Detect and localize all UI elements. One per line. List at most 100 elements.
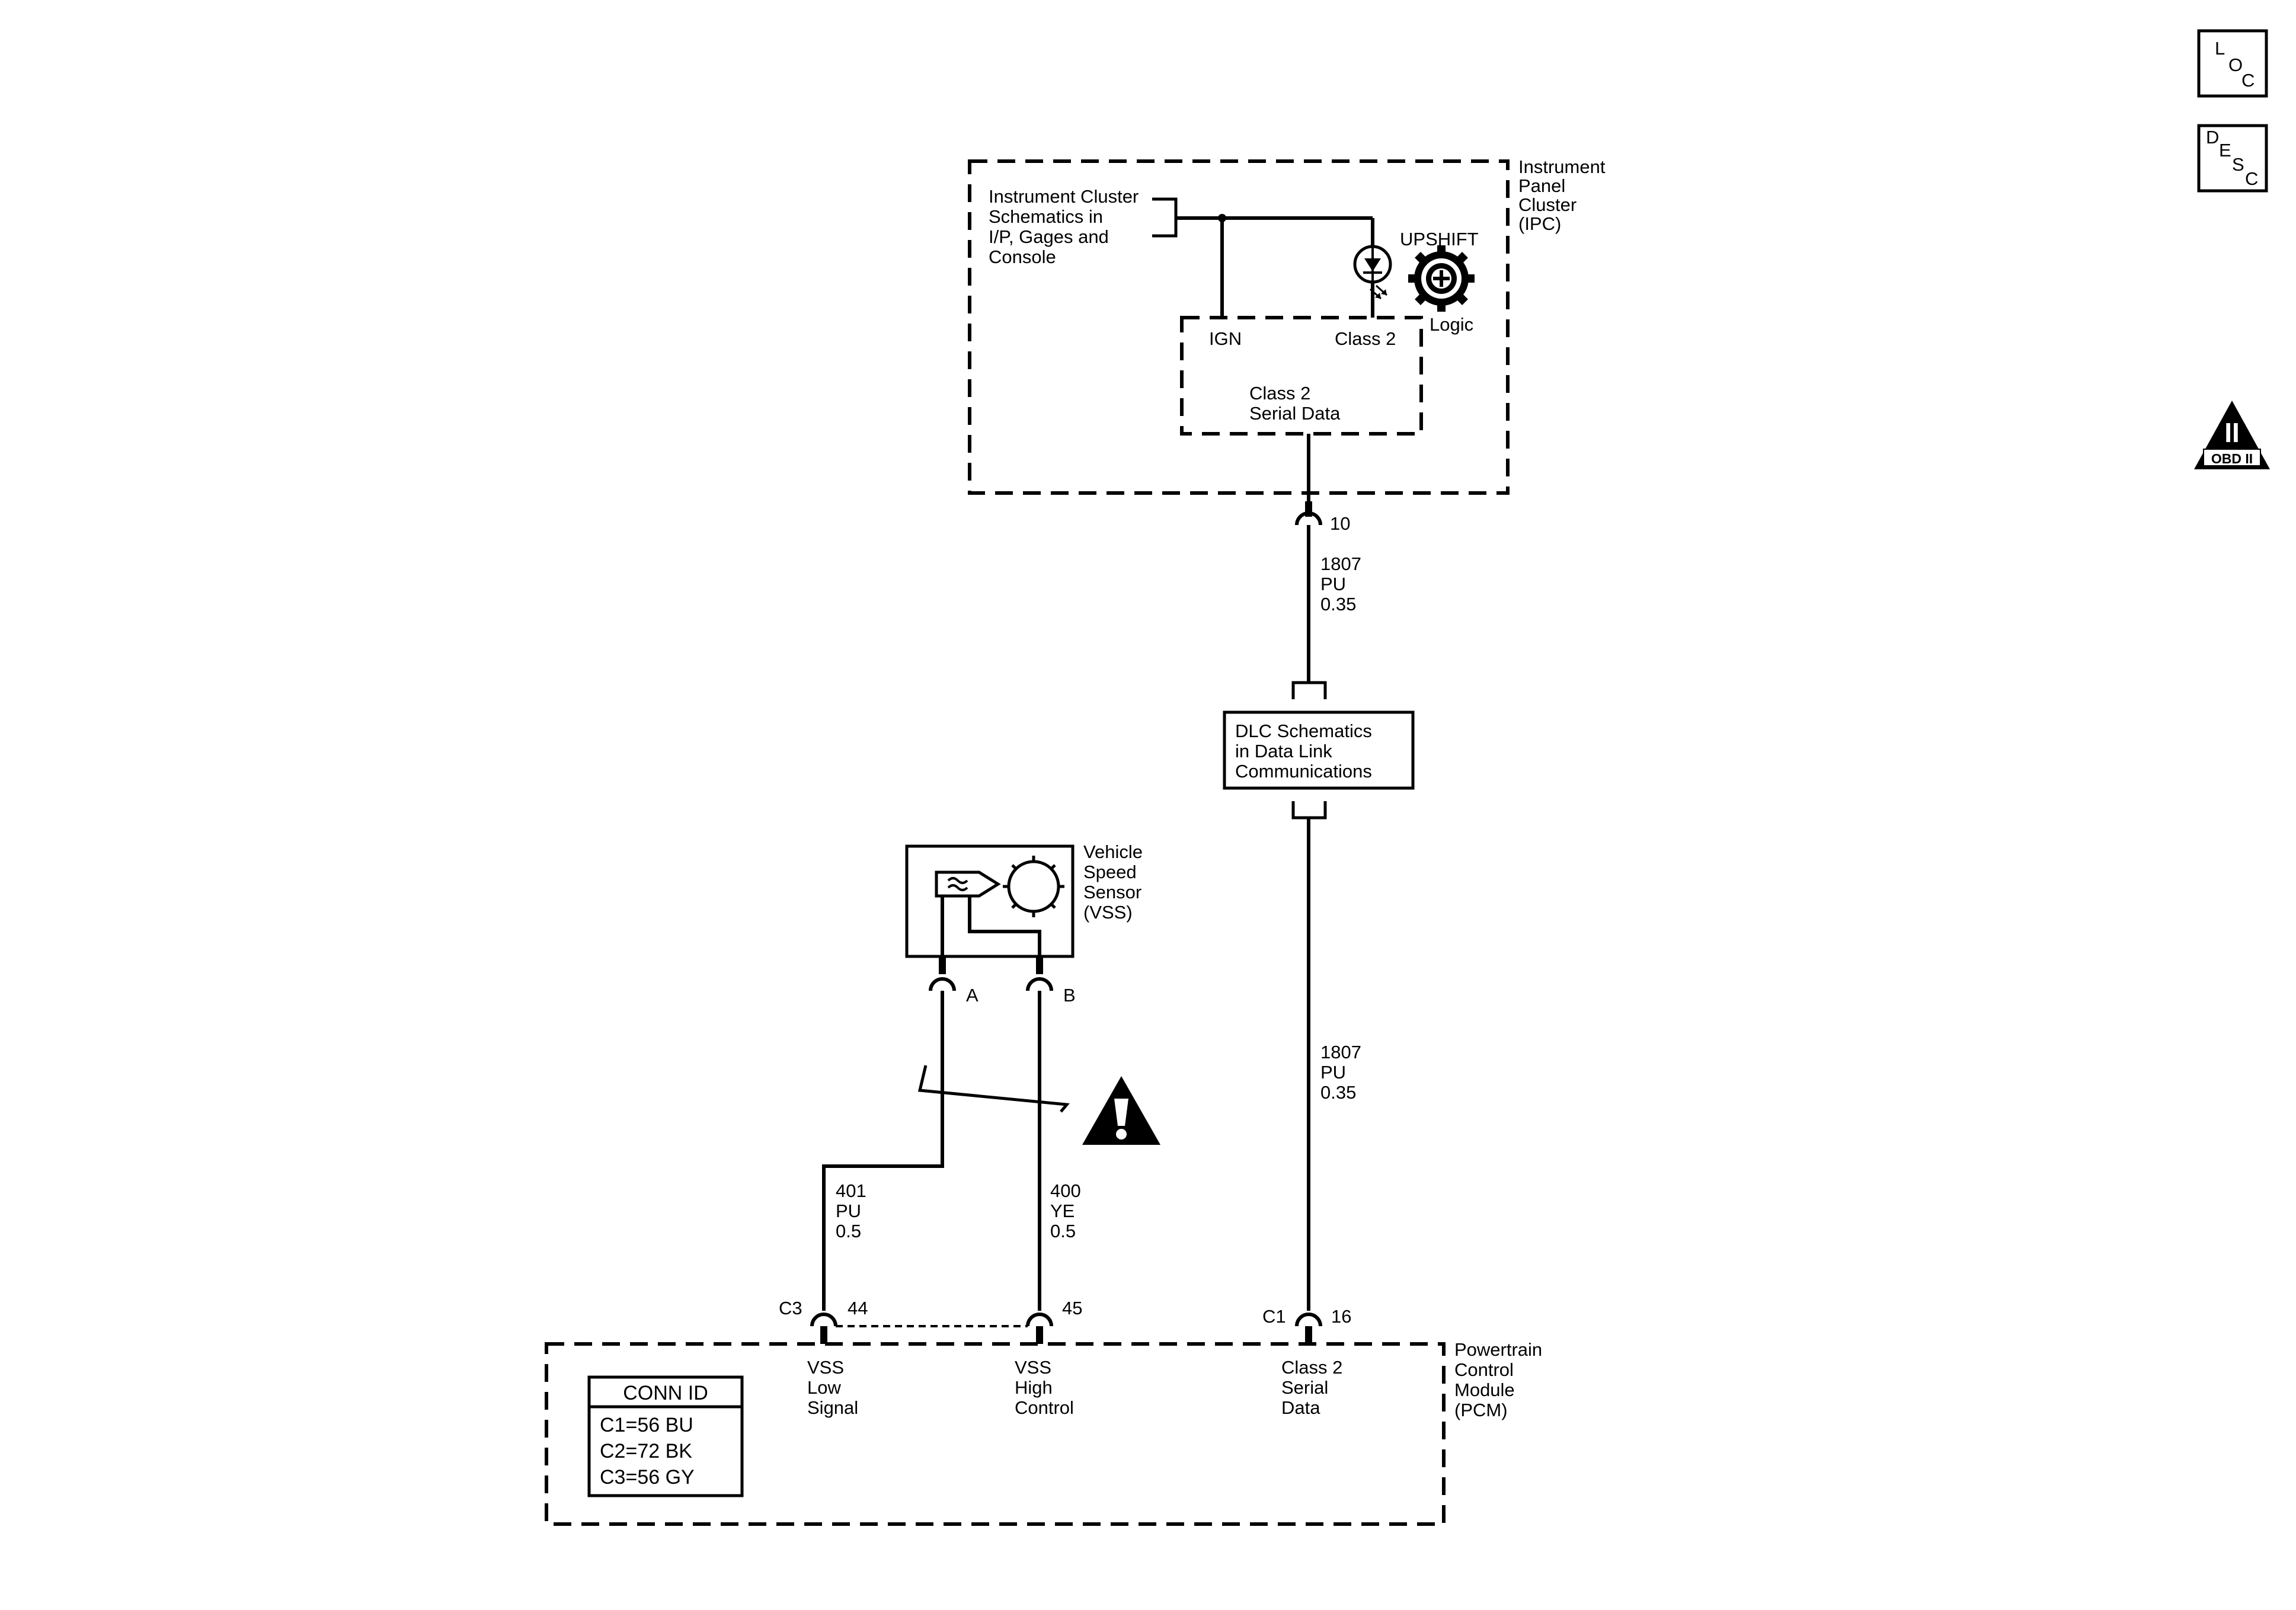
dlc-reference-box[interactable] <box>1223 710 1415 790</box>
warning-icon[interactable] <box>1082 1076 1160 1145</box>
wire-1807-upper-label: 1807 PU 0.35 <box>1320 553 1361 614</box>
svg-text:Control: Control <box>1015 1397 1074 1418</box>
svg-text:1807: 1807 <box>1320 1042 1361 1062</box>
svg-text:DLC Schematics: DLC Schematics <box>1235 721 1372 741</box>
twisted-pair-symbol <box>917 1065 1070 1113</box>
svg-text:High: High <box>1015 1377 1053 1398</box>
upshift-led-icon <box>1353 245 1392 300</box>
svg-text:C1: C1 <box>1262 1306 1286 1327</box>
logic-label: Logic <box>1430 314 1473 335</box>
vss-high-control-terminal: VSS High Control <box>1015 1357 1074 1418</box>
pcm-connector-pin-45[interactable]: 45 <box>1026 1298 1082 1344</box>
svg-text:Sensor: Sensor <box>1083 882 1141 902</box>
svg-text:Communications: Communications <box>1235 761 1372 782</box>
svg-text:Speed: Speed <box>1083 862 1137 882</box>
svg-text:in Data Link: in Data Link <box>1235 741 1332 761</box>
ipc-boundary <box>968 159 1510 495</box>
svg-text:Powertrain: Powertrain <box>1454 1339 1542 1360</box>
svg-text:0.5: 0.5 <box>1050 1221 1076 1241</box>
svg-text:Control: Control <box>1454 1359 1514 1380</box>
svg-text:VSS: VSS <box>1015 1357 1051 1378</box>
pcm-connector-pin-16[interactable]: C1 16 <box>1262 1306 1351 1344</box>
wire-400-label: 400 YE 0.5 <box>1050 1180 1081 1241</box>
pcm-boundary <box>545 1342 1446 1526</box>
class2-terminal-label: Class 2 <box>1335 328 1396 349</box>
svg-text:Console: Console <box>989 247 1056 267</box>
svg-text:0.5: 0.5 <box>836 1221 861 1241</box>
svg-text:45: 45 <box>1062 1298 1082 1318</box>
svg-text:PU: PU <box>1320 1062 1346 1083</box>
vss-title: Vehicle Speed Sensor (VSS) <box>1083 841 1143 923</box>
svg-text:(VSS): (VSS) <box>1083 902 1133 923</box>
svg-text:S: S <box>2232 154 2244 175</box>
svg-text:(PCM): (PCM) <box>1454 1400 1508 1420</box>
svg-text:I/P, Gages and: I/P, Gages and <box>989 226 1109 247</box>
ipc-title: Instrument Panel Cluster (IPC) <box>1518 156 1606 234</box>
obd-ii-icon[interactable]: II OBD II <box>2194 401 2270 469</box>
conn-id-row: C1=56 BU <box>600 1414 693 1436</box>
vss-connector-pin-a[interactable]: A <box>929 956 978 1006</box>
conn-id-table: CONN ID C1=56 BU C2=72 BK C3=56 GY <box>587 1375 744 1497</box>
svg-text:Instrument: Instrument <box>1518 156 1606 177</box>
desc-icon[interactable]: D E S C <box>2197 124 2268 193</box>
svg-text:PU: PU <box>836 1201 861 1221</box>
logic-gear-icon <box>1408 245 1475 312</box>
wire-401-label: 401 PU 0.5 <box>836 1180 866 1241</box>
svg-text:401: 401 <box>836 1180 866 1201</box>
svg-text:D: D <box>2206 127 2219 148</box>
svg-text:Vehicle: Vehicle <box>1083 841 1143 862</box>
svg-text:0.35: 0.35 <box>1320 1082 1356 1103</box>
svg-text:16: 16 <box>1331 1306 1351 1327</box>
svg-text:44: 44 <box>848 1298 868 1318</box>
svg-text:II: II <box>2224 417 2240 448</box>
svg-text:C3: C3 <box>779 1298 802 1318</box>
svg-text:Data: Data <box>1281 1397 1320 1418</box>
svg-text:400: 400 <box>1050 1180 1081 1201</box>
class2-serial-data-block <box>1180 316 1423 436</box>
wire-1807-lower-label: 1807 PU 0.35 <box>1320 1042 1361 1103</box>
dlc-reference-label: DLC Schematics in Data Link Communicatio… <box>1235 721 1372 782</box>
svg-text:Low: Low <box>807 1377 841 1398</box>
svg-text:(IPC): (IPC) <box>1518 213 1561 234</box>
ipc-schematic-reference[interactable]: Instrument Cluster Schematics in I/P, Ga… <box>989 186 1139 267</box>
svg-text:YE: YE <box>1050 1201 1075 1221</box>
vss-low-signal-terminal: VSS Low Signal <box>807 1357 858 1418</box>
wire-401 <box>822 991 944 1311</box>
svg-text:B: B <box>1063 985 1076 1006</box>
svg-text:Module: Module <box>1454 1379 1515 1400</box>
pcm-connector-pin-44[interactable]: C3 44 <box>779 1298 868 1344</box>
svg-text:10: 10 <box>1330 513 1350 534</box>
svg-text:1807: 1807 <box>1320 553 1361 574</box>
loc-icon[interactable]: L O C <box>2197 29 2268 98</box>
class2-serial-data-terminal: Class 2 Serial Data <box>1281 1357 1342 1418</box>
svg-text:0.35: 0.35 <box>1320 594 1356 614</box>
pcm-title: Powertrain Control Module (PCM) <box>1454 1339 1542 1420</box>
dlc-top-connector <box>1291 681 1327 699</box>
svg-text:Panel: Panel <box>1518 175 1565 196</box>
ign-terminal-label: IGN <box>1209 328 1242 349</box>
svg-text:O: O <box>2228 55 2243 75</box>
svg-text:C: C <box>2241 70 2255 91</box>
svg-text:OBD II: OBD II <box>2211 451 2253 466</box>
serial-data-label: Class 2 <box>1249 383 1310 404</box>
svg-text:Instrument Cluster: Instrument Cluster <box>989 186 1139 207</box>
svg-text:Class 2: Class 2 <box>1281 1357 1342 1378</box>
svg-text:Signal: Signal <box>807 1397 858 1418</box>
svg-text:Schematics in: Schematics in <box>989 206 1103 227</box>
svg-text:PU: PU <box>1320 574 1346 594</box>
conn-id-row: C3=56 GY <box>600 1466 695 1489</box>
vss-sensor-icon <box>935 856 1064 956</box>
serial-data-label: Serial Data <box>1249 403 1341 424</box>
svg-text:Cluster: Cluster <box>1518 194 1576 215</box>
svg-text:C: C <box>2245 168 2258 189</box>
svg-text:A: A <box>966 985 978 1006</box>
connector-pin-10[interactable]: 10 <box>1295 501 1350 534</box>
reference-bracket <box>1152 197 1178 238</box>
vss-connector-pin-b[interactable]: B <box>1026 956 1076 1006</box>
conn-id-title: CONN ID <box>623 1382 708 1404</box>
svg-text:VSS: VSS <box>807 1357 844 1378</box>
svg-text:Serial: Serial <box>1281 1377 1328 1398</box>
svg-text:E: E <box>2219 140 2231 161</box>
dlc-bottom-connector <box>1291 801 1327 820</box>
